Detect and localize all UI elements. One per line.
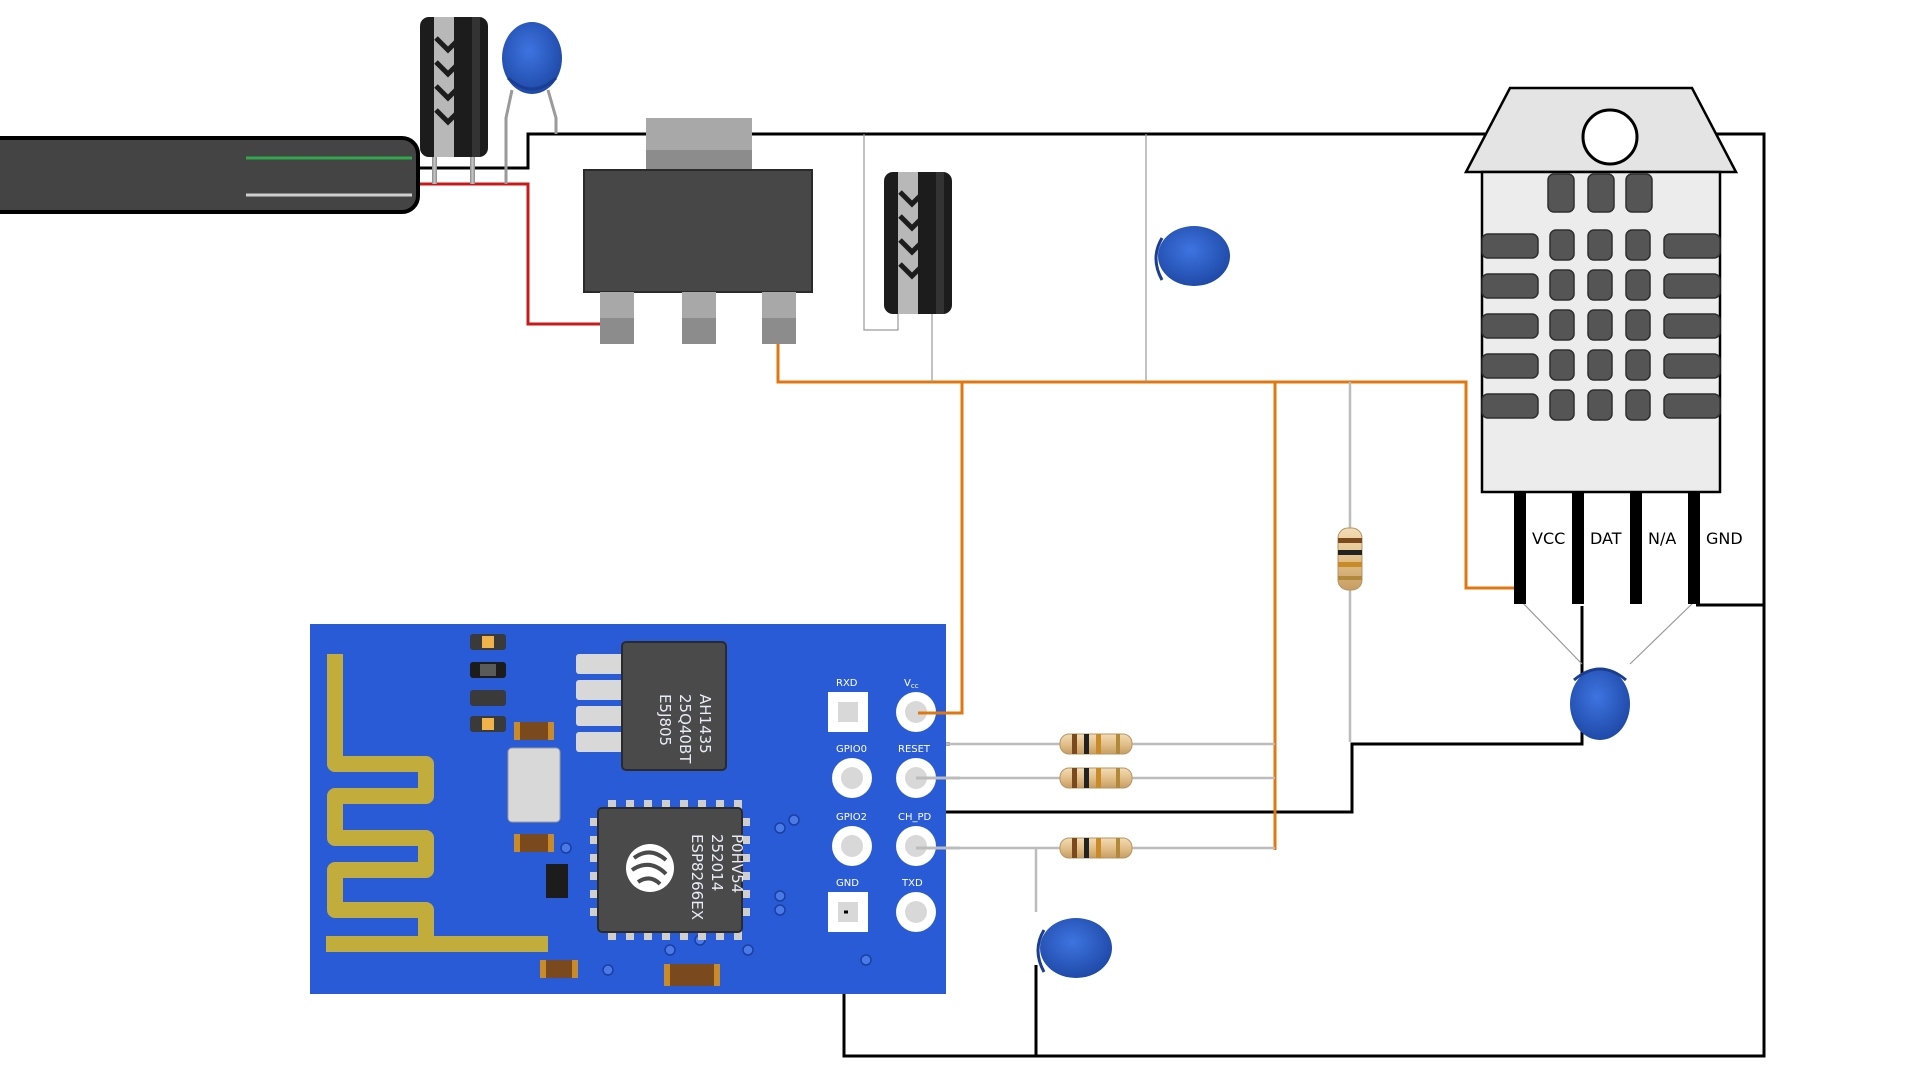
dht-pins — [1514, 492, 1700, 604]
pullup-resistor-dht — [1337, 527, 1363, 591]
red-wire — [415, 182, 600, 326]
esp-pin-reset-label: RESET — [898, 744, 931, 755]
resistor-ch-pd — [1059, 837, 1133, 859]
pin-connections — [844, 711, 962, 914]
dht22-sensor: VCC DAT N/A GND — [1463, 86, 1743, 604]
soc-chip-line-3: P0HV54 — [728, 834, 746, 893]
flash-chip-line-1: AH1435 — [696, 694, 714, 754]
dht-pin-dat-label: DAT — [1590, 529, 1622, 548]
mounting-hole — [1581, 108, 1639, 166]
flash-chip-text: AH1435 25Q40BT E5J805 — [656, 694, 714, 764]
dc-power-jack — [0, 136, 420, 214]
esp-header-pins — [828, 692, 936, 932]
flash-chip-line-3: E5J805 — [656, 694, 674, 746]
thin-grey-wires — [863, 134, 1697, 665]
soc-chip-line-2: 252014 — [708, 834, 726, 891]
esp-pin-ch-pd-label: CH_PD — [898, 812, 932, 823]
esp-pin-vcc-label: Vcc — [904, 678, 919, 690]
dht-pin-gnd-label: GND — [1706, 529, 1743, 548]
dht-pin-vcc-label: VCC — [1532, 529, 1565, 548]
dht-pin-na-label: N/A — [1648, 529, 1676, 548]
voltage-regulator — [583, 118, 813, 344]
soc-chip-line-1: ESP8266EX — [688, 834, 706, 920]
ceramic-capacitor-output — [1154, 226, 1230, 286]
flash-chip-line-2: 25Q40BT — [676, 694, 694, 764]
ceramic-capacitor-ch-pd — [1036, 918, 1112, 978]
resistor-gpio0 — [1059, 733, 1133, 755]
resistor-reset — [1059, 767, 1133, 789]
esp01-module: AH1435 25Q40BT E5J805 ESP8266EX 252014 P… — [310, 624, 946, 994]
grey-wires — [910, 382, 1352, 912]
soc-chip-text: ESP8266EX 252014 P0HV54 — [688, 834, 746, 920]
esp-pin-txd-label: TXD — [901, 878, 923, 889]
wire-dat-gpio2 — [856, 606, 1584, 848]
ceramic-capacitor-dht — [1570, 667, 1630, 740]
espressif-logo-icon — [626, 844, 674, 892]
electrolytic-capacitor-output — [884, 172, 952, 314]
wire-reg-out — [776, 340, 1520, 590]
esp-pin-gnd-label: GND — [836, 878, 859, 889]
pcb-antenna — [326, 654, 548, 952]
esp-pin-gpio2-label: GPIO2 — [836, 812, 867, 823]
esp-pin-gpio0-label: GPIO0 — [836, 744, 867, 755]
electrolytic-capacitor-input — [420, 17, 488, 184]
sensor-grille — [1481, 173, 1721, 421]
esp-pin-rxd-label: RXD — [836, 678, 858, 689]
ceramic-capacitor-input — [502, 22, 562, 184]
